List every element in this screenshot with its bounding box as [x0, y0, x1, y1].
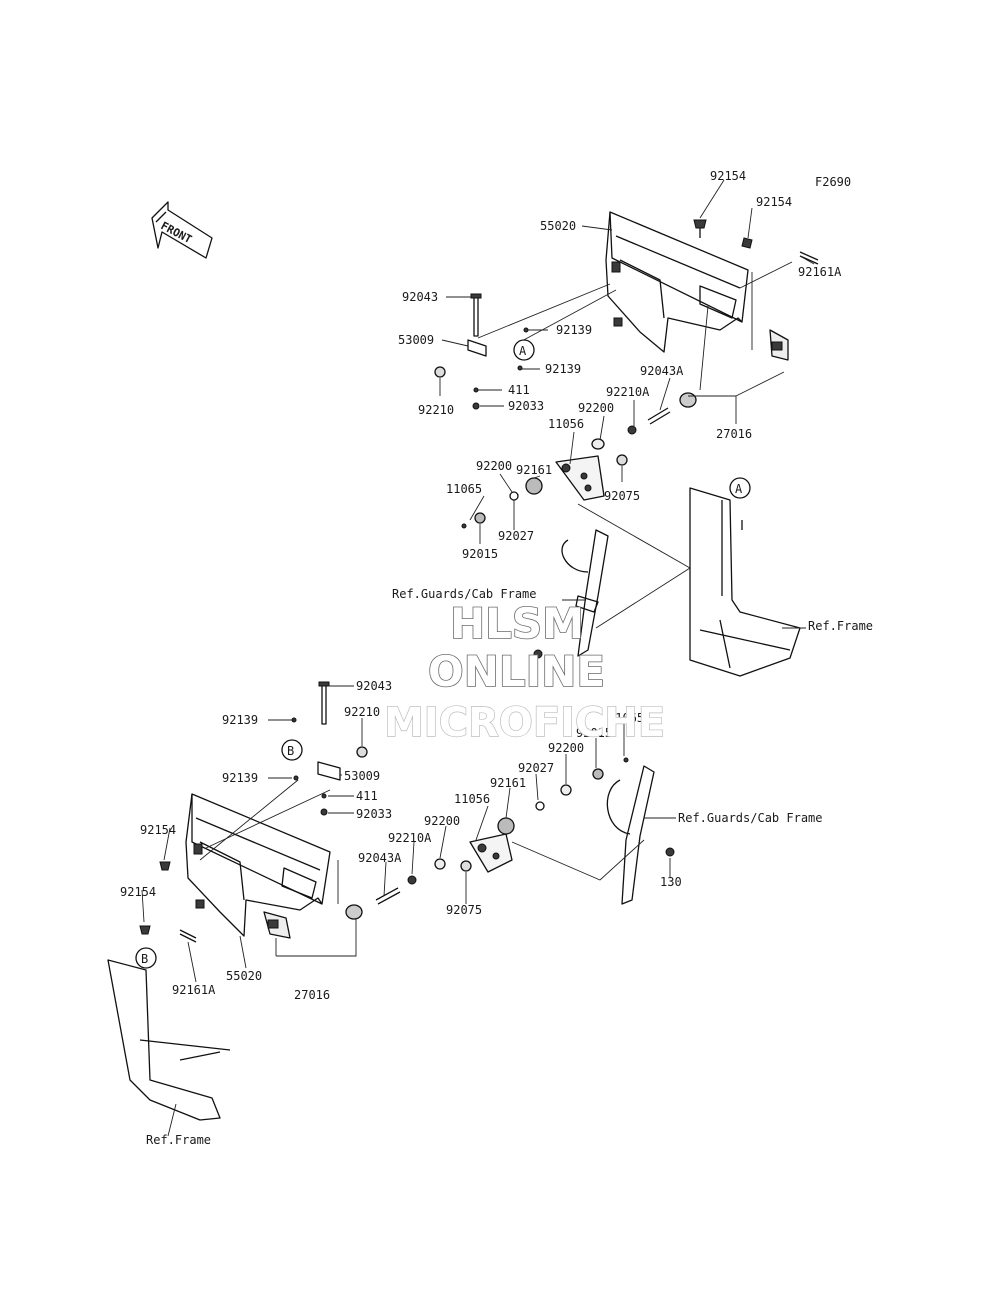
- label-92033: 92033: [508, 399, 544, 413]
- label-92043a: 92043A: [640, 364, 684, 378]
- label-92161: 92161: [490, 776, 526, 790]
- label-27016: 27016: [716, 427, 752, 441]
- label-ref-frame: Ref.Frame: [146, 1133, 211, 1147]
- front-arrow-icon: FRONT: [151, 201, 213, 259]
- svg-text:B: B: [141, 952, 148, 966]
- watermark: HLSM ONLINE MICROFICHE: [383, 598, 666, 747]
- label-92139: 92139: [222, 713, 258, 727]
- label-92033: 92033: [356, 807, 392, 821]
- label-92200: 92200: [548, 741, 584, 755]
- label-53009: 53009: [398, 333, 434, 347]
- label-92161a: 92161A: [798, 265, 842, 279]
- label-92210a: 92210A: [606, 385, 650, 399]
- label-411: 411: [508, 383, 530, 397]
- watermark-line-2: ONLINE: [428, 647, 605, 696]
- label-92043: 92043: [356, 679, 392, 693]
- label-92015: 92015: [576, 726, 612, 740]
- label-11065: 11065: [608, 711, 644, 725]
- label-55020: 55020: [540, 219, 576, 233]
- upper-tail-light-assembly: [434, 211, 819, 677]
- callout-a-upper: A: [513, 339, 535, 361]
- label-92043a: 92043A: [358, 851, 402, 865]
- lower-tail-light-assembly: [107, 681, 675, 1121]
- svg-text:A: A: [519, 344, 527, 358]
- label-11056: 11056: [548, 417, 584, 431]
- label-92200: 92200: [476, 459, 512, 473]
- lower-part-labels: 92043 92139 92210 11065 53009 92015 9220…: [120, 679, 823, 1147]
- callout-b-frame: B: [135, 947, 157, 969]
- lower-leader-lines: [141, 685, 676, 1137]
- figure-code: F2690: [815, 175, 851, 189]
- label-ref-frame: Ref.Frame: [808, 619, 873, 633]
- callout-b-lower: B: [281, 739, 303, 761]
- upper-leader-lines: [439, 179, 815, 629]
- label-ref-guards-cab-frame: Ref.Guards/Cab Frame: [392, 587, 537, 601]
- label-411: 411: [356, 789, 378, 803]
- label-92210: 92210: [418, 403, 454, 417]
- label-92139: 92139: [556, 323, 592, 337]
- label-92139: 92139: [222, 771, 258, 785]
- label-92139: 92139: [545, 362, 581, 376]
- label-92075: 92075: [446, 903, 482, 917]
- label-55020: 55020: [226, 969, 262, 983]
- label-92027: 92027: [518, 761, 554, 775]
- label-92154: 92154: [756, 195, 792, 209]
- svg-text:A: A: [735, 482, 743, 496]
- label-53009: 53009: [344, 769, 380, 783]
- label-92043: 92043: [402, 290, 438, 304]
- label-130: 130: [660, 875, 682, 889]
- label-27016: 27016: [294, 988, 330, 1002]
- label-92027: 92027: [498, 529, 534, 543]
- label-92154: 92154: [140, 823, 176, 837]
- label-92154: 92154: [710, 169, 746, 183]
- label-92210: 92210: [344, 705, 380, 719]
- upper-part-labels: 92154 92154 55020 92161A 92043 92139 530…: [392, 169, 873, 633]
- label-11065: 11065: [446, 482, 482, 496]
- label-ref-guards-cab-frame: Ref.Guards/Cab Frame: [678, 811, 823, 825]
- label-92161a: 92161A: [172, 983, 216, 997]
- watermark-line-1: HLSM: [450, 599, 584, 648]
- svg-text:B: B: [287, 744, 294, 758]
- label-92161: 92161: [516, 463, 552, 477]
- label-92075: 92075: [604, 489, 640, 503]
- label-92200: 92200: [578, 401, 614, 415]
- callout-a-frame: A: [729, 477, 751, 499]
- label-11056: 11056: [454, 792, 490, 806]
- label-92015: 92015: [462, 547, 498, 561]
- label-92210a: 92210A: [388, 831, 432, 845]
- label-92154: 92154: [120, 885, 156, 899]
- label-92200: 92200: [424, 814, 460, 828]
- watermark-line-3: MICROFICHE: [384, 700, 665, 746]
